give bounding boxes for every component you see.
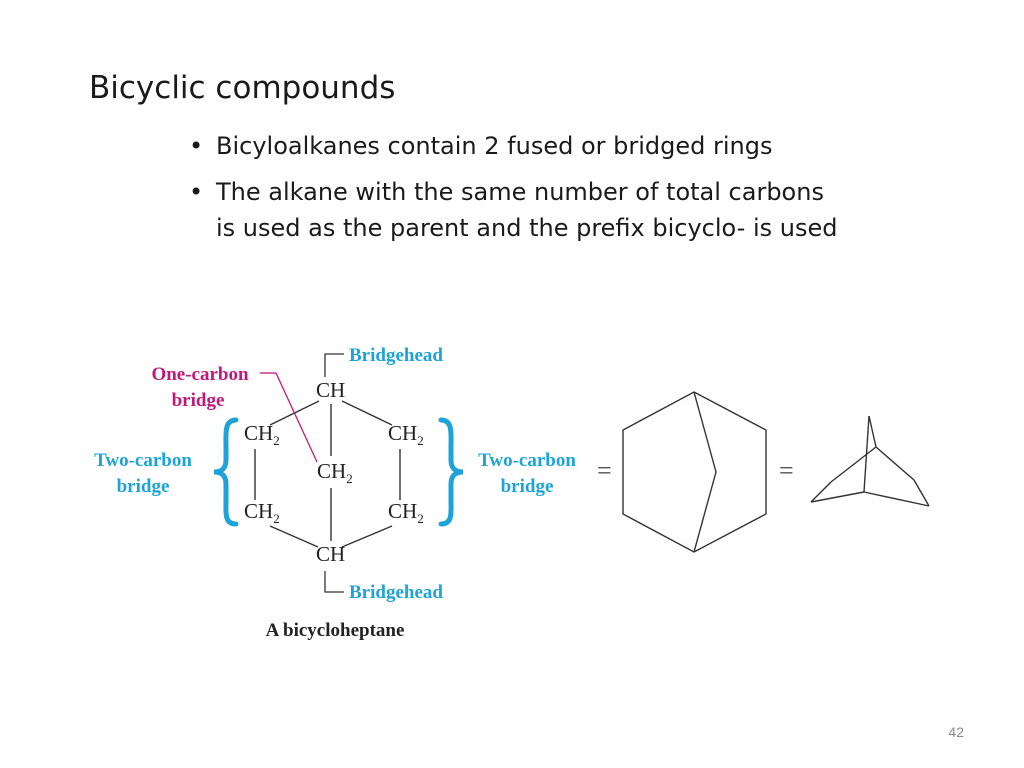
one-carbon-bridge-line xyxy=(693,391,717,553)
bridgehead-top-marker xyxy=(324,353,344,377)
one-carbon-label-line2: bridge xyxy=(172,390,225,411)
bullet-text-continuation: is used as the parent and the prefix bic… xyxy=(216,214,838,242)
bond xyxy=(269,525,319,548)
atom-ch2-middle: CH2 xyxy=(317,459,353,486)
two-carbon-right-label-line2: bridge xyxy=(501,476,554,497)
bridgehead-markers xyxy=(324,353,344,593)
bond xyxy=(810,491,865,503)
right-brace xyxy=(438,417,464,527)
hexagon-ring xyxy=(622,391,767,553)
atom-ch2-upper-left: CH2 xyxy=(244,421,280,448)
bridgehead-top-label: Bridgehead xyxy=(349,345,443,366)
bullet-item: • Bicyloalkanes contain 2 fused or bridg… xyxy=(189,128,969,164)
two-carbon-left-label-line1: Two-carbon xyxy=(94,450,192,471)
bullet-text: Bicyloalkanes contain 2 fused or bridged… xyxy=(216,132,773,160)
bond xyxy=(863,491,930,507)
bond xyxy=(868,415,877,448)
two-carbon-right-label-line1: Two-carbon xyxy=(478,450,576,471)
one-carbon-label-line1: One-carbon xyxy=(151,364,249,385)
bullet-marker: • xyxy=(189,132,204,160)
bond xyxy=(875,446,915,481)
bullet-marker: • xyxy=(189,178,204,206)
bridgehead-bottom-marker xyxy=(324,571,344,593)
atom-ch2-upper-right: CH2 xyxy=(388,421,424,448)
figure-labels: Bridgehead Bridgehead One-carbon bridge … xyxy=(94,345,576,641)
bridgehead-bottom-label: Bridgehead xyxy=(349,582,443,603)
bond xyxy=(913,479,930,507)
atom-ch2-lower-left: CH2 xyxy=(244,499,280,526)
skeletal-structure xyxy=(622,391,767,553)
two-carbon-left-label-line2: bridge xyxy=(117,476,170,497)
two-carbon-braces xyxy=(213,417,464,527)
slide-title: Bicyclic compounds xyxy=(89,70,396,106)
bullet-list: • Bicyloalkanes contain 2 fused or bridg… xyxy=(189,128,969,256)
bond xyxy=(341,400,393,426)
condensed-structure-bonds xyxy=(254,400,401,548)
equals-signs: = = xyxy=(597,456,794,485)
equals-sign-1: = xyxy=(597,456,612,485)
bullet-text: The alkane with the same number of total… xyxy=(216,178,824,206)
atom-ch-top: CH xyxy=(316,378,345,402)
equals-sign-2: = xyxy=(779,456,794,485)
perspective-structure xyxy=(810,415,930,507)
page-number: 42 xyxy=(948,724,964,740)
pointer-line xyxy=(275,372,318,463)
one-carbon-pointer xyxy=(260,372,318,463)
figure-caption: A bicycloheptane xyxy=(266,620,405,641)
bond xyxy=(830,446,877,483)
bond xyxy=(810,481,832,503)
atom-ch2-lower-right: CH2 xyxy=(388,499,424,526)
atom-labels: CH CH2 CH2 CH2 CH2 CH2 CH xyxy=(244,378,424,566)
left-brace xyxy=(213,417,239,527)
bullet-item: • The alkane with the same number of tot… xyxy=(189,174,969,246)
atom-ch-bottom: CH xyxy=(316,542,345,566)
bond xyxy=(341,525,393,548)
